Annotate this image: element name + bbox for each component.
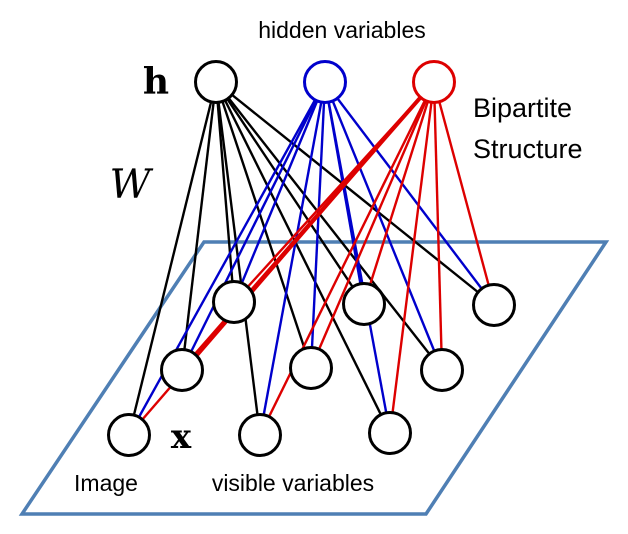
- edge-red: [432, 81, 496, 306]
- edge-black: [214, 81, 313, 369]
- hidden-variables-label: hidden variables: [258, 17, 426, 43]
- visible-unit: [238, 413, 282, 457]
- edge-red: [362, 81, 436, 305]
- edge-blue: [258, 81, 327, 436]
- visible-unit: [368, 411, 412, 455]
- edge-black: [214, 81, 392, 434]
- edge-red: [233, 81, 435, 303]
- visible-unit: [472, 283, 516, 327]
- h-label: h: [143, 61, 169, 103]
- visible-unit: [342, 282, 386, 326]
- edge-blue: [324, 81, 495, 306]
- edge-red: [258, 81, 436, 436]
- edge-black: [215, 81, 365, 305]
- w-label: W: [109, 162, 153, 208]
- edge-black: [214, 81, 236, 303]
- edge-blue: [232, 81, 327, 303]
- edge-blue: [180, 81, 327, 371]
- edge-black: [215, 81, 495, 306]
- hidden-unit-blue: [303, 60, 347, 104]
- bipartite-label-line1: Bipartite: [473, 93, 572, 123]
- visible-unit: [160, 348, 204, 392]
- hidden-unit-black: [194, 60, 238, 104]
- visible-unit: [420, 348, 464, 392]
- visible-variables-label: visible variables: [212, 470, 374, 496]
- edge-red: [432, 81, 444, 371]
- edge-blue: [323, 81, 366, 305]
- hidden-unit-red: [412, 60, 456, 104]
- bipartite-label-line2: Structure: [473, 134, 583, 164]
- image-label: Image: [74, 470, 138, 496]
- edge-blue: [323, 81, 444, 371]
- edge-red: [388, 81, 436, 434]
- edge-red: [180, 80, 436, 372]
- image-plane: [18, 240, 610, 516]
- visible-unit: [289, 346, 333, 390]
- edge-black: [180, 81, 218, 371]
- visible-unit: [107, 413, 151, 457]
- x-label: x: [171, 417, 192, 457]
- visible-units: [107, 280, 516, 457]
- hidden-units: [194, 60, 456, 104]
- edge-red: [309, 81, 436, 369]
- edge-black: [127, 81, 218, 436]
- edge-blue: [309, 81, 327, 369]
- visible-unit: [212, 280, 256, 324]
- connections: [127, 80, 496, 436]
